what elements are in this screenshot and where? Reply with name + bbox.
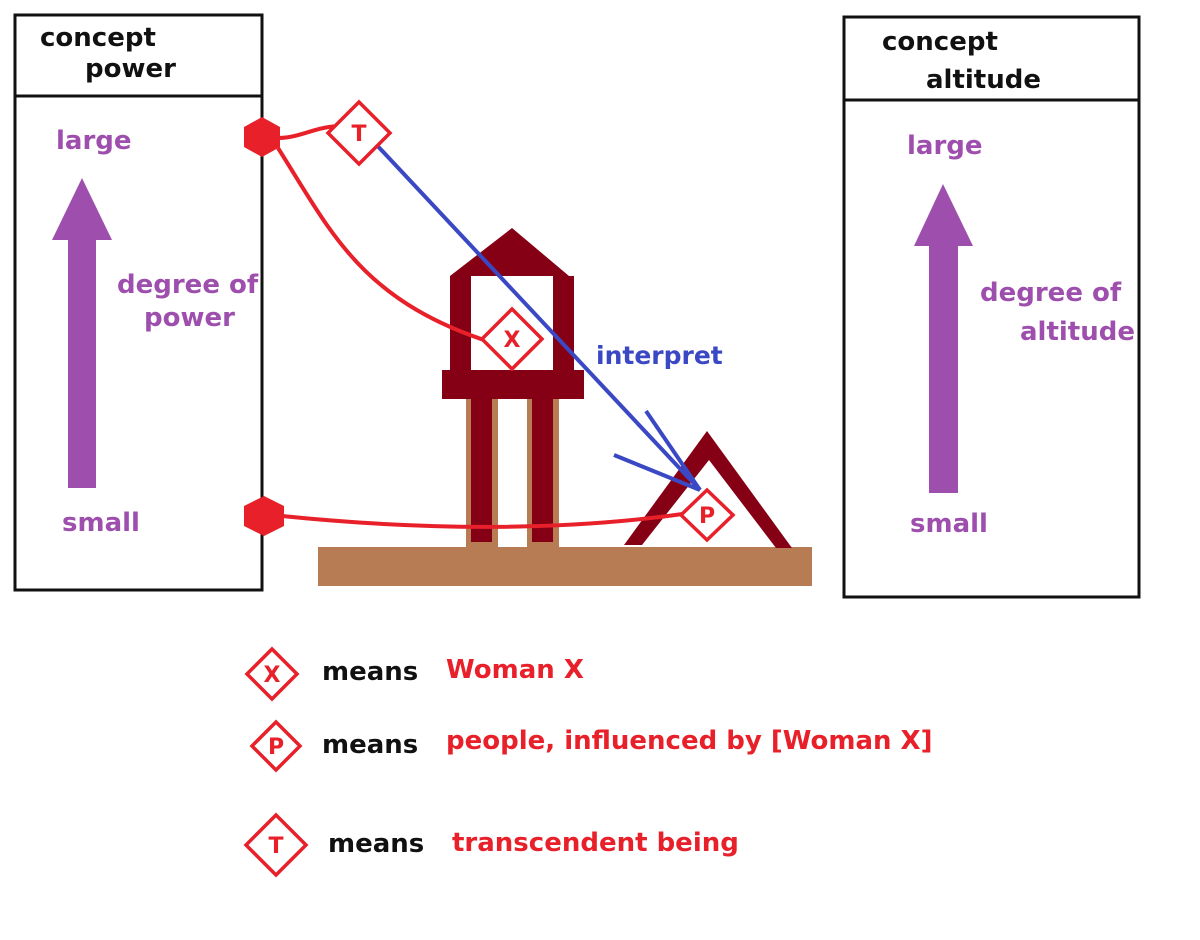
ground	[318, 547, 812, 586]
left-axis-label-line2: power	[144, 303, 235, 333]
legend-p-means: means	[322, 730, 418, 760]
left-bottom-label: small	[62, 508, 140, 538]
tower-roof	[450, 228, 569, 276]
left-axis-label-line1: degree of	[117, 270, 259, 300]
hexagon-power-small	[244, 496, 284, 536]
legend-t-description: transcendent being	[452, 828, 739, 858]
left-top-label: large	[56, 126, 132, 156]
line-power-small-to-p	[281, 511, 691, 529]
legend-row-p: P means people, influenced by [Woman X]	[249, 719, 932, 773]
right-panel-title-line2: altitude	[926, 65, 1041, 95]
right-axis-label-line2: altitude	[1020, 317, 1135, 347]
tower-wall-right	[553, 276, 574, 371]
legend-p-description: people, influenced by [Woman X]	[446, 726, 932, 756]
right-bottom-label: small	[910, 509, 988, 539]
legend-x-symbol: X	[264, 663, 281, 688]
hexagon-power-large	[244, 117, 280, 157]
tower-wall-left	[450, 276, 471, 371]
symbol-x-letter: X	[504, 328, 521, 353]
legend-p-symbol: P	[268, 735, 284, 760]
right-axis-label-line1: degree of	[980, 278, 1122, 308]
symbol-t-letter: T	[351, 122, 366, 147]
right-panel-title-line1: concept	[882, 27, 998, 57]
symbol-t-diamond-shape	[325, 99, 393, 167]
right-top-label: large	[907, 131, 983, 161]
line-power-large-to-x	[276, 146, 491, 344]
tower-leg-right	[532, 398, 553, 542]
interpret-arrow-head-lower	[613, 453, 701, 492]
left-panel-border	[13, 13, 264, 592]
interpret-label: interpret	[596, 341, 723, 370]
interpret-arrow-head-upper	[644, 409, 702, 492]
legend-t-means: means	[328, 829, 424, 859]
legend-t-symbol: T	[268, 834, 283, 859]
left-panel-title-line1: concept	[40, 23, 156, 53]
tower-platform	[442, 370, 584, 399]
legend: X means Woman X P means people, influenc…	[243, 646, 932, 878]
legend-t-diamond	[243, 812, 309, 878]
right-up-arrow	[914, 184, 973, 493]
left-panel: concept power large degree of power smal…	[13, 13, 264, 592]
legend-row-t: T means transcendent being	[243, 812, 739, 878]
tent	[624, 431, 792, 548]
symbol-p-diamond-shape	[678, 487, 736, 543]
left-panel-title-line2: power	[85, 54, 176, 84]
symbol-x-diamond: X	[479, 306, 545, 372]
symbol-p-diamond: P	[678, 487, 736, 543]
legend-x-description: Woman X	[446, 655, 584, 685]
tent-shape	[624, 431, 792, 548]
legend-x-means: means	[322, 657, 418, 687]
right-panel: concept altitude large degree of altitud…	[842, 15, 1141, 599]
legend-x-diamond	[244, 646, 300, 702]
symbol-x-diamond-shape	[479, 306, 545, 372]
legend-p-diamond	[249, 719, 303, 773]
symbol-p-letter: P	[699, 504, 715, 529]
symbol-t-diamond: T	[325, 99, 393, 167]
tower	[442, 228, 584, 548]
left-up-arrow	[52, 178, 112, 488]
tower-leg-left	[471, 398, 492, 542]
legend-row-x: X means Woman X	[244, 646, 584, 702]
right-panel-border	[842, 15, 1141, 599]
interpret-arrow-shaft	[370, 138, 702, 492]
interpret-arrow	[370, 138, 702, 492]
